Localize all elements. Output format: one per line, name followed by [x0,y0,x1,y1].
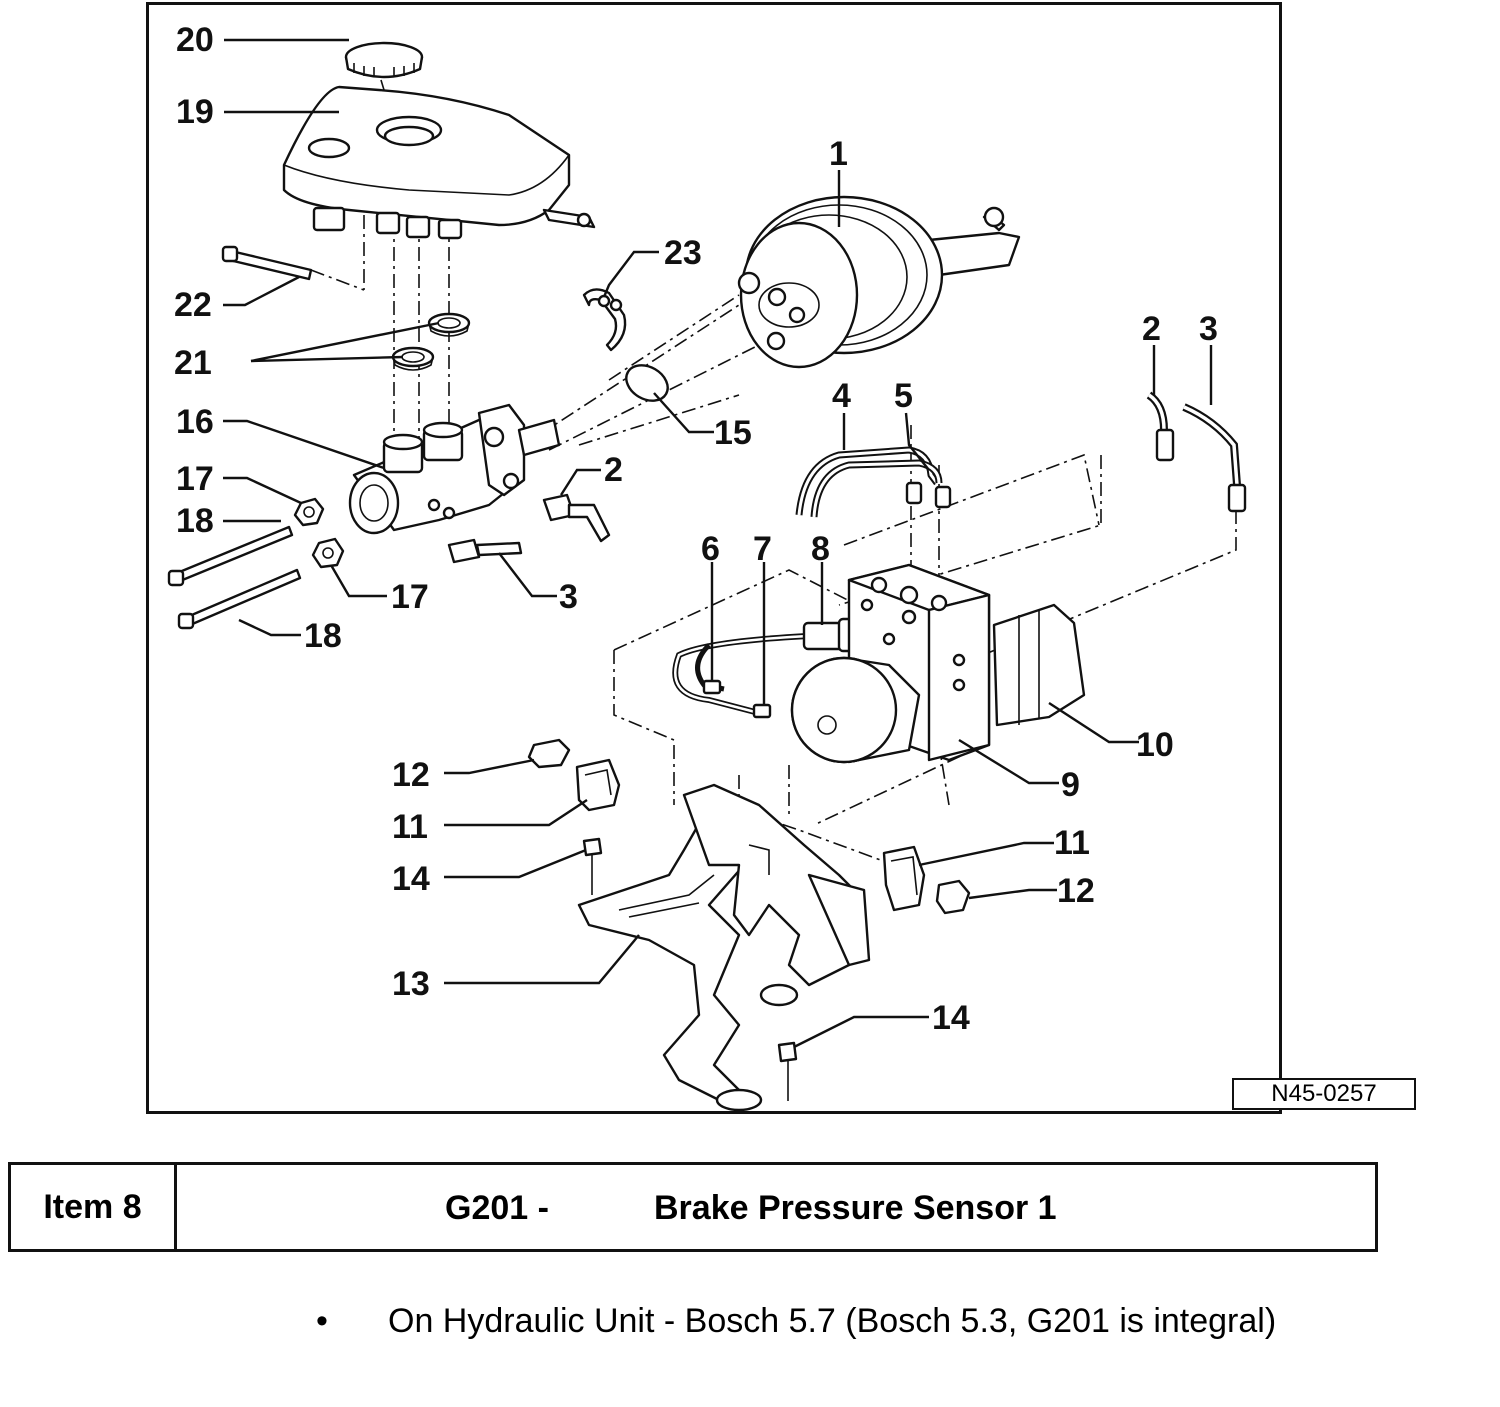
location-note: • On Hydraulic Unit - Bosch 5.7 (Bosch 5.… [316,1302,1276,1341]
item-description-cell: G201 - Brake Pressure Sensor 1 [177,1165,1375,1249]
callout-20: 20 [176,21,214,59]
brake-booster [737,195,1021,369]
retaining-pin [221,245,313,281]
callout-17-bottom: 17 [391,578,429,616]
callout-4: 4 [832,377,851,415]
location-note-text: On Hydraulic Unit - Bosch 5.7 (Bosch 5.3… [388,1302,1277,1340]
callout-15: 15 [714,414,752,452]
callout-9: 9 [1061,766,1080,804]
wheel-brake-pipes [1146,391,1247,513]
callout-2: 2 [604,451,623,489]
callout-16: 16 [176,403,214,441]
master-cylinder [348,403,561,535]
callout-18-top: 18 [176,502,214,540]
callout-14-right: 14 [932,999,970,1037]
brake-fluid-reservoir [282,85,596,240]
mounting-grommets-right [882,845,971,915]
callout-1: 1 [829,135,848,173]
callout-3: 3 [559,578,578,616]
callout-19: 19 [176,93,214,131]
reservoir-seals [391,312,471,371]
reservoir-cap [344,41,424,79]
callout-23: 23 [664,234,702,272]
callout-11-left: 11 [392,808,428,846]
callout-10: 10 [1136,726,1174,764]
sensor-wiring [672,632,830,719]
o-ring-seal [625,364,669,402]
mounting-grommets-left [527,738,621,812]
diagram-reference-number: N45-0257 [1232,1078,1416,1110]
callout-11-right: 11 [1054,824,1090,862]
callout-21: 21 [174,344,212,382]
leader-lines [223,38,1213,1049]
callout-12-right: 12 [1057,872,1095,910]
item-table: Item 8 G201 - Brake Pressure Sensor 1 [8,1162,1378,1252]
callout-22: 22 [174,286,212,324]
vacuum-bracket [582,288,627,352]
callout-5: 5 [894,377,913,415]
callout-3-right: 3 [1199,310,1218,348]
master-cylinder-nuts [293,497,345,569]
callout-8: 8 [811,530,830,568]
callout-18-bottom: 18 [304,617,342,655]
callout-7: 7 [753,530,772,568]
brake-line-fitting-b [447,538,523,564]
callout-2-right: 2 [1142,310,1161,348]
bracket-bolts [582,837,798,1101]
callout-17-top: 17 [176,460,214,498]
master-cylinder-bolts [167,525,302,630]
callout-labels: 20 19 1 23 22 21 2 3 16 15 2 4 5 17 18 1… [174,21,1218,1037]
brake-line-fitting-a [542,493,611,543]
brake-pipes-4-5 [795,446,952,518]
exploded-diagram-frame: 20 19 1 23 22 21 2 3 16 15 2 4 5 17 18 1… [146,2,1416,1114]
abs-hydraulic-unit [790,563,1086,764]
hydraulic-unit-bracket [577,783,871,1111]
component-name: Brake Pressure Sensor 1 [654,1189,1057,1227]
assembly-guide-lines [310,79,1237,866]
callout-13: 13 [392,965,430,1003]
callout-12-left: 12 [392,756,430,794]
callout-6: 6 [701,530,720,568]
callout-14-left: 14 [392,860,430,898]
item-number-cell: Item 8 [11,1165,177,1249]
component-code: G201 - [445,1189,549,1227]
bullet-icon: • [316,1302,328,1340]
exploded-parts-diagram: 20 19 1 23 22 21 2 3 16 15 2 4 5 17 18 1… [167,21,1247,1111]
